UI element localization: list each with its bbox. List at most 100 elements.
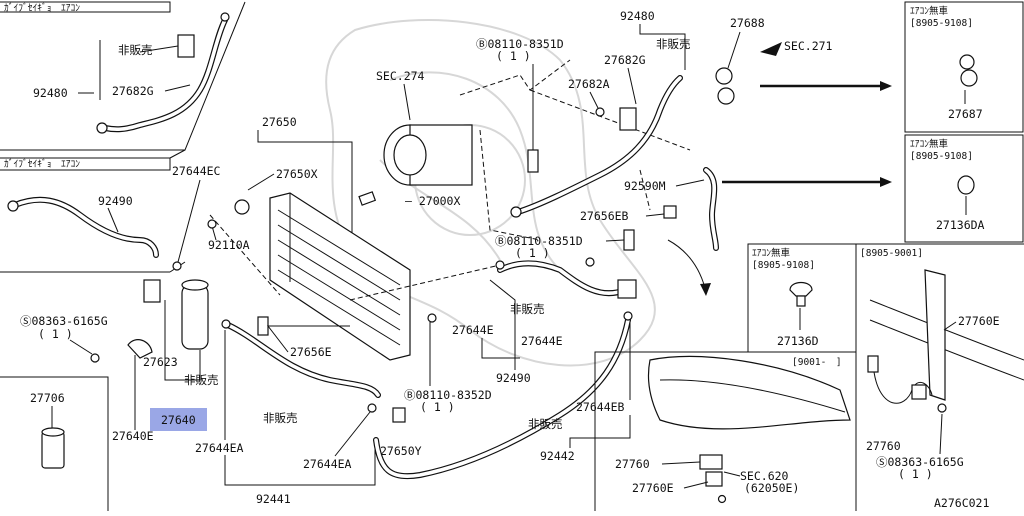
callout-27640[interactable]: 27640 xyxy=(161,413,196,427)
clip-icon xyxy=(789,281,813,297)
callout-qty: ( 1 ) xyxy=(898,467,933,481)
arrow-icon xyxy=(880,81,892,91)
pressure-switch-icon xyxy=(143,279,161,303)
callout-08110-8351d-mid: Ⓑ08110-8351D xyxy=(495,234,583,248)
callout-qty: ( 1 ) xyxy=(496,49,531,63)
pipe-92441-group: 27656E 非販売 27644EA 27644EA 92441 27650Y … xyxy=(195,313,492,506)
fitting-icon xyxy=(617,279,637,299)
sensor-icon xyxy=(699,454,723,470)
callout-27623: 27623 xyxy=(143,355,178,369)
inset-header: ｶﾞｲﾌﾞｾｲｷﾞｮ ｴｱｺﾝ xyxy=(4,3,80,14)
box-range: [8905-9001] xyxy=(860,248,923,259)
callout-92442: 92442 xyxy=(540,449,575,463)
callout-92490: 92490 xyxy=(496,371,531,385)
arrow-icon xyxy=(700,283,711,296)
box-27136d: ｴｱｺﾝ無車 [8905-9108] 27136D xyxy=(747,243,857,353)
bolt-icon xyxy=(207,219,217,229)
callout-27644e-b: 27644E xyxy=(521,334,563,348)
highlight-27640[interactable] xyxy=(150,408,207,431)
box-range: [8905-9108] xyxy=(910,151,973,162)
box-bumper: [9001- ] 27760 27760E SEC.620 (62050E) xyxy=(594,351,857,511)
diagram-code: A276C021 xyxy=(934,496,989,510)
fitting-icon xyxy=(96,122,108,134)
arrow-icon xyxy=(760,42,782,56)
grommet-group: 27688 SEC.271 xyxy=(715,16,892,105)
callout-92590m: 92590M xyxy=(624,179,666,193)
box-part: 27136D xyxy=(777,334,819,348)
box-sensor: [8905-9001] 27760E 27760 Ⓢ08363-6165G ( … xyxy=(856,243,1024,481)
bolt-icon xyxy=(623,229,635,251)
plug-icon xyxy=(957,175,975,195)
callout-08363-right: Ⓢ08363-6165G xyxy=(876,455,964,469)
box-27136da: ｴｱｺﾝ無車 [8905-9108] 27136DA xyxy=(904,134,1024,243)
callout-27650: 27650 xyxy=(262,115,297,129)
oring-icon xyxy=(172,261,182,271)
callout-27644ec: 27644EC xyxy=(172,164,221,178)
mount-rubber-icon xyxy=(392,407,406,423)
pipe-92442-group: 27644EB 非販売 92442 xyxy=(373,311,633,480)
callout-sec271: SEC.271 xyxy=(784,39,833,53)
callout-27760e-right: 27760E xyxy=(958,314,1000,328)
grommet-icon xyxy=(715,67,733,85)
clip-icon xyxy=(663,205,677,219)
mount-rubber-icon xyxy=(234,199,250,215)
radiator-support-icon xyxy=(924,269,946,401)
bolt-icon xyxy=(717,494,727,504)
bolt-icon xyxy=(427,313,437,323)
callout-27644ea-a: 27644EA xyxy=(195,441,244,455)
callout-qty: ( 1 ) xyxy=(420,400,455,414)
inset-mid-left: ｶﾞｲﾌﾞｾｲｷﾞｮ ｴｱｺﾝ 92490 xyxy=(0,149,186,273)
receiver-drier-group: Ⓢ08363-6165G ( 1 ) 27623 非販売 27640 27640… xyxy=(20,279,219,443)
hose-92590m-group: 92590M 27656EB xyxy=(580,167,892,296)
clip-icon xyxy=(257,316,269,336)
callout-not-sold: 非販売 xyxy=(656,37,691,51)
plug-icon xyxy=(960,69,978,87)
callout-08363-6165g: Ⓢ08363-6165G xyxy=(20,314,108,328)
bracket-icon xyxy=(127,339,153,359)
callout-27682g-inset: 27682G xyxy=(112,84,154,98)
box-27687: ｴｱｺﾝ無車 [8905-9108] 27687 xyxy=(904,1,1024,133)
fitting-icon xyxy=(510,206,522,218)
box-range: [8905-9108] xyxy=(910,18,973,29)
fitting-icon xyxy=(7,200,19,212)
bolt-icon xyxy=(595,107,605,117)
box-header: ｴｱｺﾝ無車 xyxy=(910,138,949,150)
box-part: 27687 xyxy=(948,107,983,121)
box-part: 27136DA xyxy=(936,218,985,232)
callout-27000x: — 27000X xyxy=(405,194,460,208)
callout-62050e: (62050E) xyxy=(744,481,799,495)
callout-08110-8352d: Ⓑ08110-8352D xyxy=(404,388,492,402)
bolt-icon xyxy=(527,149,539,173)
callout-27644eb: 27644EB xyxy=(576,400,625,414)
seal-icon xyxy=(358,191,377,206)
bolt-icon xyxy=(937,403,947,413)
callout-27760-right: 27760 xyxy=(866,439,901,453)
callout-27656e: 27656E xyxy=(290,345,332,359)
callout-92110a: 92110A xyxy=(208,238,250,252)
plug-icon xyxy=(959,54,975,70)
sensor-icon xyxy=(867,355,879,373)
bumper-icon xyxy=(647,355,851,430)
callout-92441: 92441 xyxy=(256,492,291,506)
box-header: ｴｱｺﾝ無車 xyxy=(752,247,791,259)
inset-bottom-left: 27706 xyxy=(0,376,109,511)
callout-92480-inset: 92480 xyxy=(33,86,68,100)
callout-27656eb: 27656EB xyxy=(580,209,629,223)
callout-27682a: 27682A xyxy=(568,77,610,91)
callout-92490-inset: 92490 xyxy=(98,194,133,208)
arrow-icon xyxy=(880,177,892,187)
bracket-icon xyxy=(619,107,637,131)
callout-sec620: SEC.620 xyxy=(740,469,789,483)
oring-icon xyxy=(221,319,231,329)
pipe-end-icon xyxy=(220,12,230,22)
callout-27650y: 27650Y xyxy=(380,444,422,458)
inset-top-left: ｶﾞｲﾌﾞｾｲｷﾞｮ ｴｱｺﾝ 非販売 27682G 92480 xyxy=(0,1,246,151)
callout-27640e: 27640E xyxy=(112,429,154,443)
callout-not-sold: 非販売 xyxy=(263,411,298,425)
callout-27650x: 27650X xyxy=(276,167,318,181)
callout-qty: ( 1 ) xyxy=(38,327,73,341)
oring-icon xyxy=(585,257,595,267)
callout-27706: 27706 xyxy=(30,391,65,405)
